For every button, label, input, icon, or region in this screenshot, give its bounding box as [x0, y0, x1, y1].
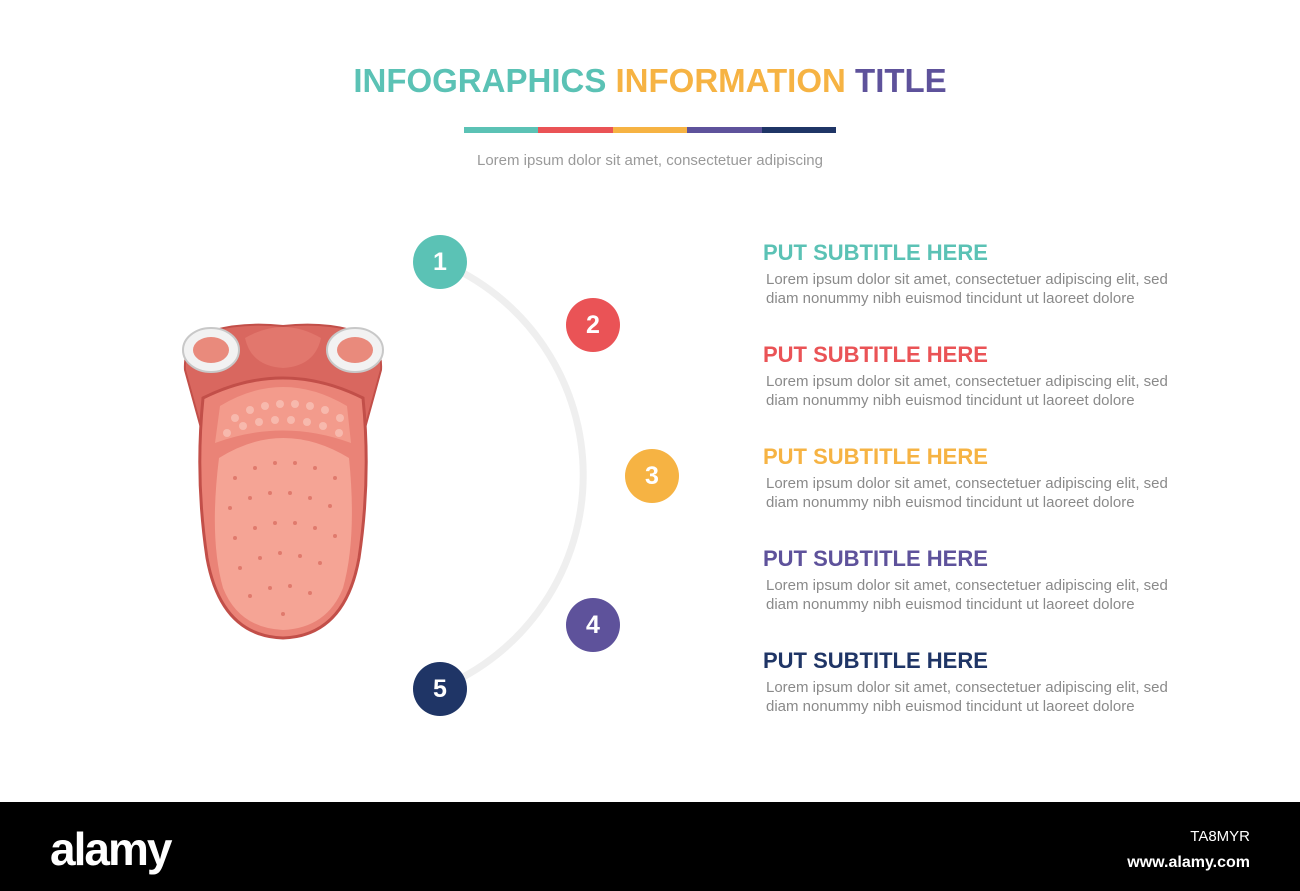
step-4-item: PUT SUBTITLE HERE Lorem ipsum dolor sit … [763, 546, 1223, 614]
step-5-title: PUT SUBTITLE HERE [763, 648, 988, 673]
step-4-description: Lorem ipsum dolor sit amet, consectetuer… [763, 576, 1223, 614]
step-2-title: PUT SUBTITLE HERE [763, 342, 988, 367]
alamy-logo: alamy [50, 823, 172, 875]
color-bar-red [538, 127, 613, 133]
step-2-badge: 2 [566, 298, 620, 352]
step-1-line-2: diam nonummy nibh euismod tincidunt ut l… [766, 290, 1135, 307]
step-5-line-2: diam nonummy nibh euismod tincidunt ut l… [766, 698, 1135, 715]
color-bar-teal [464, 127, 539, 133]
step-2-number: 2 [586, 310, 600, 339]
stock-image-id: TA8MYR [1190, 828, 1250, 845]
step-1-item: PUT SUBTITLE HERE Lorem ipsum dolor sit … [763, 240, 1223, 308]
title-color-bar [464, 127, 837, 133]
step-2-line-1: Lorem ipsum dolor sit amet, consectetuer… [766, 373, 1168, 390]
step-5-description: Lorem ipsum dolor sit amet, consectetuer… [763, 678, 1223, 716]
step-3-line-2: diam nonummy nibh euismod tincidunt ut l… [766, 494, 1135, 511]
step-2-item: PUT SUBTITLE HERE Lorem ipsum dolor sit … [763, 342, 1223, 410]
step-1-title: PUT SUBTITLE HERE [763, 240, 988, 265]
header-subtitle: Lorem ipsum dolor sit amet, consectetuer… [477, 152, 823, 169]
step-2-description: Lorem ipsum dolor sit amet, consectetuer… [763, 372, 1223, 410]
step-3-number: 3 [645, 461, 659, 490]
step-5-number: 5 [433, 674, 447, 703]
step-3-title: PUT SUBTITLE HERE [763, 444, 988, 469]
step-3-line-1: Lorem ipsum dolor sit amet, consectetuer… [766, 475, 1168, 492]
step-4-title: PUT SUBTITLE HERE [763, 546, 988, 571]
color-bar-purple [687, 127, 762, 133]
step-2-line-2: diam nonummy nibh euismod tincidunt ut l… [766, 392, 1135, 409]
step-3-description: Lorem ipsum dolor sit amet, consectetuer… [763, 474, 1223, 512]
title-part-3: TITLE [855, 62, 947, 99]
step-4-number: 4 [586, 610, 600, 639]
step-3-badge: 3 [625, 449, 679, 503]
step-connector-arc [438, 258, 587, 692]
color-bar-yellow [612, 127, 688, 133]
color-bar-navy [761, 127, 837, 133]
step-3-item: PUT SUBTITLE HERE Lorem ipsum dolor sit … [763, 444, 1223, 512]
step-4-line-1: Lorem ipsum dolor sit amet, consectetuer… [766, 577, 1168, 594]
step-1-line-1: Lorem ipsum dolor sit amet, consectetuer… [766, 271, 1168, 288]
step-1-description: Lorem ipsum dolor sit amet, consectetuer… [763, 270, 1223, 308]
step-5-line-1: Lorem ipsum dolor sit amet, consectetuer… [766, 679, 1168, 696]
step-4-line-2: diam nonummy nibh euismod tincidunt ut l… [766, 596, 1135, 613]
step-1-badge: 1 [413, 235, 467, 289]
step-4-badge: 4 [566, 598, 620, 652]
tongue-icon [182, 323, 384, 640]
step-5-item: PUT SUBTITLE HERE Lorem ipsum dolor sit … [763, 648, 1223, 716]
watermark-footer: alamy TA8MYR www.alamy.com [0, 802, 1300, 891]
title-part-2: INFORMATION [615, 62, 846, 99]
step-1-number: 1 [433, 247, 447, 276]
infographic-title: INFOGRAPHICS INFORMATION TITLE [0, 62, 1300, 100]
stock-info: TA8MYR www.alamy.com [1127, 824, 1250, 876]
title-part-1: INFOGRAPHICS [353, 62, 607, 99]
stock-url: www.alamy.com [1127, 854, 1250, 871]
step-5-badge: 5 [413, 662, 467, 716]
